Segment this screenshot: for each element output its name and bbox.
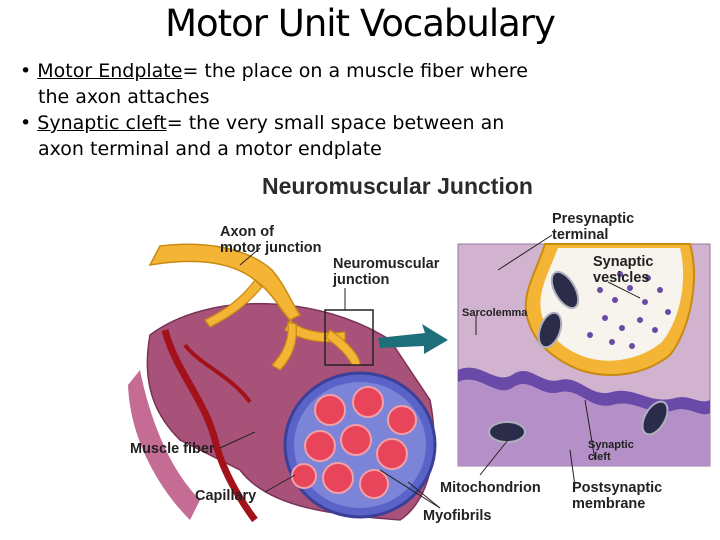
bullet-synaptic-cleft: • Synaptic cleft= the very small space b… (20, 110, 540, 162)
bullet-motor-endplate: • Motor Endplate= the place on a muscle … (20, 58, 540, 110)
label-axon-line2: motor junction (220, 240, 322, 256)
zoomed-panel (458, 244, 710, 466)
neuromuscular-junction-diagram: Neuromuscular Junction (0, 170, 720, 540)
label-postsynaptic-line2: membrane (572, 496, 645, 512)
muscle-fiber (128, 304, 435, 520)
term-motor-endplate: Motor Endplate (37, 60, 182, 82)
label-presynaptic-line1: Presynaptic (552, 211, 634, 227)
label-vesicles-line1: Synaptic (593, 254, 653, 270)
label-myofibrils: Myofibrils (423, 508, 491, 524)
term-synaptic-cleft: Synaptic cleft (37, 112, 166, 134)
label-cleft-line1: Synaptic (588, 439, 634, 451)
label-presynaptic-line2: terminal (552, 227, 608, 243)
label-vesicles-line2: vesicles (593, 270, 649, 286)
slide-title: Motor Unit Vocabulary (0, 2, 720, 45)
bullet-marker: • (20, 112, 31, 134)
label-axon-line1: Axon of (220, 224, 274, 240)
diagram-title: Neuromuscular Junction (262, 173, 533, 199)
label-capillary: Capillary (195, 488, 256, 504)
bullet-list: • Motor Endplate= the place on a muscle … (20, 58, 540, 162)
label-nmj-line2: junction (332, 272, 389, 288)
label-cleft-line2: cleft (588, 451, 611, 463)
label-mitochondrion: Mitochondrion (440, 480, 541, 496)
label-postsynaptic-line1: Postsynaptic (572, 480, 662, 496)
label-nmj-line1: Neuromuscular (333, 256, 440, 272)
bullet-marker: • (20, 60, 31, 82)
label-muscle-fiber: Muscle fiber (130, 441, 215, 457)
label-sarcolemma: Sarcolemma (462, 307, 528, 319)
